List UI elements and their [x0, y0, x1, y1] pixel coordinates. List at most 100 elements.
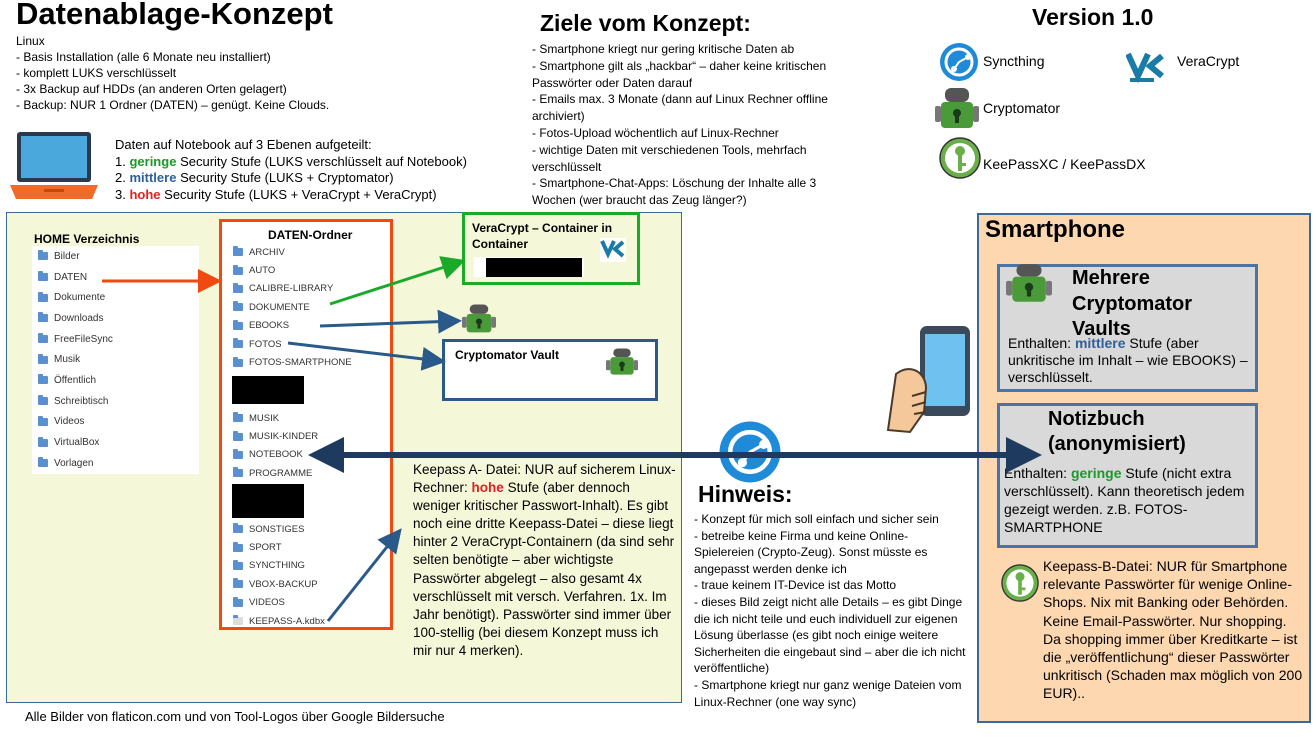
file-icon	[233, 615, 243, 626]
home-folder-item[interactable]: VirtualBox	[38, 432, 199, 453]
folder-icon	[233, 264, 243, 275]
folder-icon	[233, 356, 243, 367]
vaults-desc-part: Enthalten:	[1008, 335, 1072, 351]
cryptomator-icon	[1000, 262, 1058, 308]
folder-icon	[233, 338, 243, 349]
level-number: 1.	[115, 153, 126, 169]
folder-label: Bilder	[54, 250, 80, 262]
notizbuch-box	[997, 403, 1258, 548]
level-number: 3.	[115, 186, 126, 202]
home-folder-item[interactable]: Videos	[38, 412, 199, 433]
folder-label: SYNCTHING	[249, 560, 305, 572]
folder-icon	[38, 395, 48, 406]
daten-heading: DATEN-Ordner	[268, 228, 353, 242]
daten-file-item[interactable]: KEEPASS-A.kdbx	[233, 612, 383, 630]
linux-item: - 3x Backup auf HDDs (an anderen Orten g…	[16, 82, 287, 96]
folder-icon	[233, 301, 243, 312]
daten-folder-item[interactable]: FOTOS-SMARTPHONE	[233, 353, 383, 371]
daten-folder-item[interactable]: AUTO	[233, 261, 383, 279]
daten-group-2: MUSIK MUSIK-KINDER NOTEBOOK PROGRAMME	[233, 409, 383, 483]
folder-label: MUSIK-KINDER	[249, 431, 319, 443]
daten-folder-item[interactable]: MUSIK-KINDER	[233, 427, 383, 445]
folder-icon	[233, 467, 243, 478]
vaults-level: mittlere	[1074, 335, 1126, 351]
veracrypt-label: VeraCrypt	[1177, 53, 1240, 69]
daten-folder-item[interactable]: CALIBRE-LIBRARY	[233, 280, 383, 298]
daten-folder-item[interactable]: SYNCTHING	[233, 557, 383, 575]
levels-section: Daten auf Notebook auf 3 Ebenen aufgetei…	[115, 137, 505, 203]
keepass-label: KeePassXC / KeePassDX	[983, 156, 1146, 172]
hint-list: - Konzept für mich soll einfach und sich…	[694, 511, 966, 710]
daten-folder-item[interactable]: NOTEBOOK	[233, 446, 383, 464]
level-2: 2. mittlere Security Stufe (LUKS + Crypt…	[115, 170, 505, 187]
folder-icon	[38, 374, 48, 385]
notizbuch-title: Notizbuch (anonymisiert)	[1048, 408, 1186, 455]
linux-heading: Linux	[16, 34, 45, 48]
laptop-icon	[8, 129, 100, 204]
cryptomator-icon	[604, 347, 640, 379]
hint-item: - betreibe keine Firma und keine Online-…	[694, 528, 928, 576]
daten-folder-item[interactable]: SPORT	[233, 538, 383, 556]
folder-icon	[38, 312, 48, 323]
folder-icon	[38, 250, 48, 261]
credits-note: Alle Bilder von flaticon.com und von Too…	[25, 709, 445, 724]
daten-folder-item[interactable]: ARCHIV	[233, 243, 383, 261]
folder-icon	[38, 457, 48, 468]
goal-item: - Fotos-Upload wöchentlich auf Linux-Rec…	[532, 125, 779, 140]
folder-label: Schreibtisch	[54, 395, 109, 407]
daten-group-3: SONSTIGES SPORT SYNCTHING VBOX-BACKUP VI…	[233, 520, 383, 630]
home-folder-item[interactable]: DATEN	[38, 267, 199, 288]
hint-item: - Smartphone kriegt nur ganz wenige Date…	[694, 677, 962, 709]
home-folder-item[interactable]: FreeFileSync	[38, 329, 199, 350]
level-word: geringe	[129, 153, 177, 169]
folder-icon	[233, 282, 243, 293]
daten-folder-item[interactable]: PROGRAMME	[233, 464, 383, 482]
nb-desc-part: Stufe (nicht extra verschlüsselt). Kann …	[1004, 465, 1245, 535]
daten-folder-item[interactable]: DOKUMENTE	[233, 298, 383, 316]
nb-level: geringe	[1070, 465, 1122, 481]
folder-label: VirtualBox	[54, 437, 100, 449]
notizbuch-description: Enthalten: geringe Stufe (nicht extra ve…	[1004, 464, 1256, 536]
daten-folder-item[interactable]: VIDEOS	[233, 594, 383, 612]
home-folder-item[interactable]: Schreibtisch	[38, 391, 199, 412]
home-folder-item[interactable]: Dokumente	[38, 287, 199, 308]
folder-label: SONSTIGES	[249, 523, 305, 535]
folder-icon	[233, 448, 243, 459]
folder-label: VIDEOS	[249, 597, 285, 609]
home-folder-item[interactable]: Öffentlich	[38, 370, 199, 391]
goal-item: - wichtige Daten mit verschiedenen Tools…	[532, 142, 807, 174]
home-folder-item[interactable]: Bilder	[38, 246, 199, 267]
daten-folder-item[interactable]: VBOX-BACKUP	[233, 575, 383, 593]
daten-folder-item[interactable]: EBOOKS	[233, 317, 383, 335]
linux-item: - Backup: NUR 1 Ordner (DATEN) – genügt.…	[16, 98, 330, 112]
folder-icon	[38, 436, 48, 447]
home-folder-item[interactable]: Downloads	[38, 308, 199, 329]
folder-label: EBOOKS	[249, 320, 290, 332]
level-1: 1. geringe Security Stufe (LUKS verschlü…	[115, 154, 505, 171]
vaults-desc-part: Stufe (aber unkritische im Inhalt – wie …	[1008, 335, 1248, 386]
folder-label: FOTOS-SMARTPHONE	[249, 357, 352, 369]
home-folder-item[interactable]: Musik	[38, 349, 199, 370]
folder-label: VBOX-BACKUP	[249, 578, 318, 590]
folder-icon	[233, 430, 243, 441]
folder-icon	[233, 523, 243, 534]
veracrypt-icon	[600, 238, 626, 262]
syncthing-icon	[938, 42, 980, 82]
folder-label: DATEN	[54, 271, 88, 283]
version-label: Version 1.0	[1032, 4, 1154, 30]
daten-folder-item[interactable]: FOTOS	[233, 335, 383, 353]
goals-heading: Ziele vom Konzept:	[540, 10, 751, 36]
daten-folder-item[interactable]: MUSIK	[233, 409, 383, 427]
keepass-a-text: Keepass A- Datei: NUR auf sicherem Linux…	[413, 461, 679, 660]
linux-item: - Basis Installation (alle 6 Monate neu …	[16, 50, 271, 64]
folder-label: FOTOS	[249, 338, 282, 350]
home-folder-item[interactable]: Vorlagen	[38, 453, 199, 474]
folder-icon	[38, 353, 48, 364]
folder-label: SPORT	[249, 542, 282, 554]
daten-folder-item[interactable]: SONSTIGES	[233, 520, 383, 538]
folder-label: PROGRAMME	[249, 467, 313, 479]
linux-item: - komplett LUKS verschlüsselt	[16, 66, 177, 80]
cryptomator-icon	[460, 303, 498, 337]
folder-label: NOTEBOOK	[249, 449, 303, 461]
veracrypt-icon	[1125, 50, 1166, 84]
